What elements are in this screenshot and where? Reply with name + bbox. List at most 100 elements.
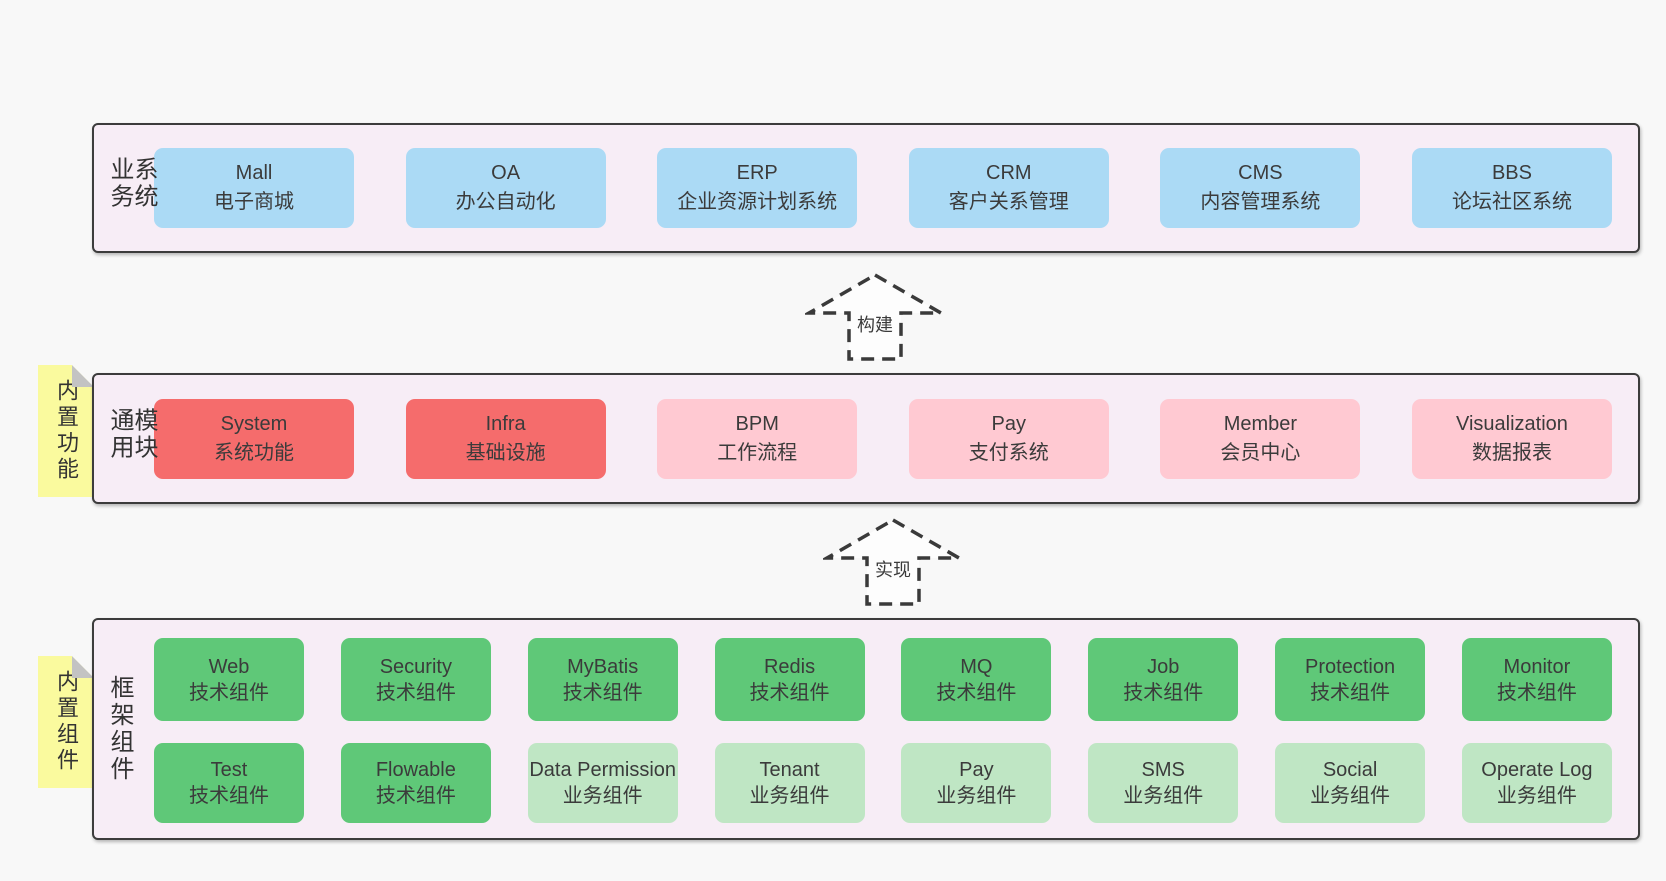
box-title: Security	[379, 655, 452, 678]
components-rows: Web 技术组件 Security 技术组件 MyBatis 技术组件	[94, 638, 1638, 823]
box-subtitle: 业务组件	[1123, 785, 1204, 807]
module-box: Member 会员中心	[1160, 398, 1361, 479]
common-modules-row: System 系统功能 Infra 基础设施 BPM 工作流程 Pay 支付系统	[94, 398, 1638, 479]
common-modules-layer: 通用模块 System 系统功能 Infra 基础设施 BPM 工作流程	[92, 373, 1640, 504]
box-subtitle: 技术组件	[189, 785, 269, 807]
business-system-box: ERP 企业资源计划系统	[657, 148, 858, 228]
box-subtitle: 支付系统	[968, 441, 1049, 464]
box-subtitle: 技术组件	[1123, 681, 1204, 704]
box-subtitle: 技术组件	[749, 681, 830, 704]
box-title: Monitor	[1503, 655, 1571, 678]
business-system-box: CRM 客户关系管理	[908, 148, 1109, 228]
component-box: Web 技术组件	[154, 638, 304, 721]
box-title: Operate Log	[1481, 759, 1593, 781]
box-subtitle: 技术组件	[375, 785, 456, 807]
box-title: System	[220, 412, 288, 435]
box-title: Member	[1223, 412, 1298, 435]
box-subtitle: 工作流程	[717, 441, 798, 464]
box-subtitle: 技术组件	[562, 681, 643, 704]
component-box: MyBatis 技术组件	[527, 638, 678, 721]
component-box: Tenant 业务组件	[714, 743, 865, 823]
arrow-implement-label: 实现	[873, 560, 913, 581]
box-title: BBS	[1491, 162, 1532, 184]
box-title: Visualization	[1456, 412, 1568, 435]
box-title: MQ	[960, 655, 993, 678]
component-box: Data Permission 业务组件	[527, 743, 678, 823]
box-title: Infra	[485, 412, 526, 435]
box-subtitle: 技术组件	[189, 681, 269, 704]
module-box: System 系统功能	[154, 398, 354, 479]
box-title: Protection	[1305, 655, 1396, 678]
box-title: Web	[208, 655, 250, 678]
box-subtitle: 内容管理系统	[1200, 191, 1321, 213]
components-layer-label: 框架组件	[106, 675, 133, 783]
biz-components-row: Test 技术组件 Flowable 技术组件 Data Permission …	[94, 743, 1638, 823]
box-title: ERP	[736, 162, 778, 184]
folded-corner-icon	[72, 656, 94, 678]
component-box: Social 业务组件	[1275, 743, 1426, 823]
box-title: CRM	[986, 162, 1032, 184]
box-subtitle: 技术组件	[1310, 681, 1391, 704]
box-subtitle: 系统功能	[214, 441, 294, 464]
box-subtitle: 业务组件	[1310, 785, 1391, 807]
box-title: Mall	[235, 162, 273, 184]
box-title: SMS	[1141, 759, 1185, 781]
box-title: Data Permission	[529, 759, 677, 781]
component-box: Operate Log 业务组件	[1461, 743, 1612, 823]
box-title: Flowable	[375, 759, 456, 781]
business-system-box: OA 办公自动化	[405, 148, 606, 228]
component-box: SMS 业务组件	[1088, 743, 1239, 823]
module-box: BPM 工作流程	[657, 398, 858, 479]
box-subtitle: 业务组件	[1496, 785, 1577, 807]
box-subtitle: 客户关系管理	[948, 191, 1069, 213]
box-subtitle: 企业资源计划系统	[677, 191, 838, 213]
module-box: Pay 支付系统	[908, 398, 1109, 479]
component-box: Test 技术组件	[154, 743, 304, 823]
arrow-build-label: 构建	[855, 315, 895, 336]
component-box: Protection 技术组件	[1275, 638, 1426, 721]
box-title: OA	[491, 162, 521, 184]
module-box: Visualization 数据报表	[1411, 398, 1612, 479]
box-title: Job	[1147, 655, 1180, 678]
box-title: Test	[210, 759, 248, 781]
up-arrow-build: 构建	[805, 273, 945, 361]
business-layer-label: 业务系统	[106, 156, 157, 211]
box-subtitle: 业务组件	[562, 785, 643, 807]
box-subtitle: 业务组件	[936, 785, 1017, 807]
framework-components-layer: 框架组件 Web 技术组件 Security 技术组件 MyBatis	[92, 618, 1640, 840]
up-arrow-implement: 实现	[823, 518, 963, 606]
component-box: MQ 技术组件	[901, 638, 1052, 721]
component-box: Monitor 技术组件	[1461, 638, 1612, 721]
box-title: BPM	[735, 412, 779, 435]
component-box: Flowable 技术组件	[340, 743, 491, 823]
box-subtitle: 会员中心	[1220, 441, 1301, 464]
business-system-box: CMS 内容管理系统	[1160, 148, 1361, 228]
business-system-box: BBS 论坛社区系统	[1411, 148, 1612, 228]
box-subtitle: 数据报表	[1471, 441, 1552, 464]
box-title: Redis	[763, 655, 816, 678]
business-systems-layer: 业务系统 Mall 电子商城 OA 办公自动化 ERP 企业资源计划系统	[92, 123, 1640, 253]
box-subtitle: 电子商城	[214, 191, 294, 213]
component-box: Pay 业务组件	[901, 743, 1052, 823]
box-title: CMS	[1238, 162, 1283, 184]
component-box: Redis 技术组件	[714, 638, 865, 721]
box-title: Tenant	[759, 759, 820, 781]
built-in-features-tag: 内置功能	[38, 365, 94, 497]
box-subtitle: 办公自动化	[455, 191, 556, 213]
tech-components-row: Web 技术组件 Security 技术组件 MyBatis 技术组件	[94, 638, 1638, 721]
box-subtitle: 基础设施	[465, 441, 546, 464]
box-title: Social	[1322, 759, 1378, 781]
folded-corner-icon	[72, 365, 94, 387]
business-system-box: Mall 电子商城	[154, 148, 354, 228]
box-subtitle: 技术组件	[1496, 681, 1577, 704]
module-box: Infra 基础设施	[405, 398, 606, 479]
box-title: Pay	[991, 412, 1027, 435]
box-title: Pay	[959, 759, 994, 781]
built-in-components-tag-label: 内置组件	[54, 670, 79, 774]
built-in-components-tag: 内置组件	[38, 656, 94, 788]
built-in-features-tag-label: 内置功能	[54, 379, 79, 483]
modules-layer-label: 通用模块	[106, 406, 157, 461]
box-title: MyBatis	[567, 655, 639, 678]
box-subtitle: 技术组件	[936, 681, 1017, 704]
